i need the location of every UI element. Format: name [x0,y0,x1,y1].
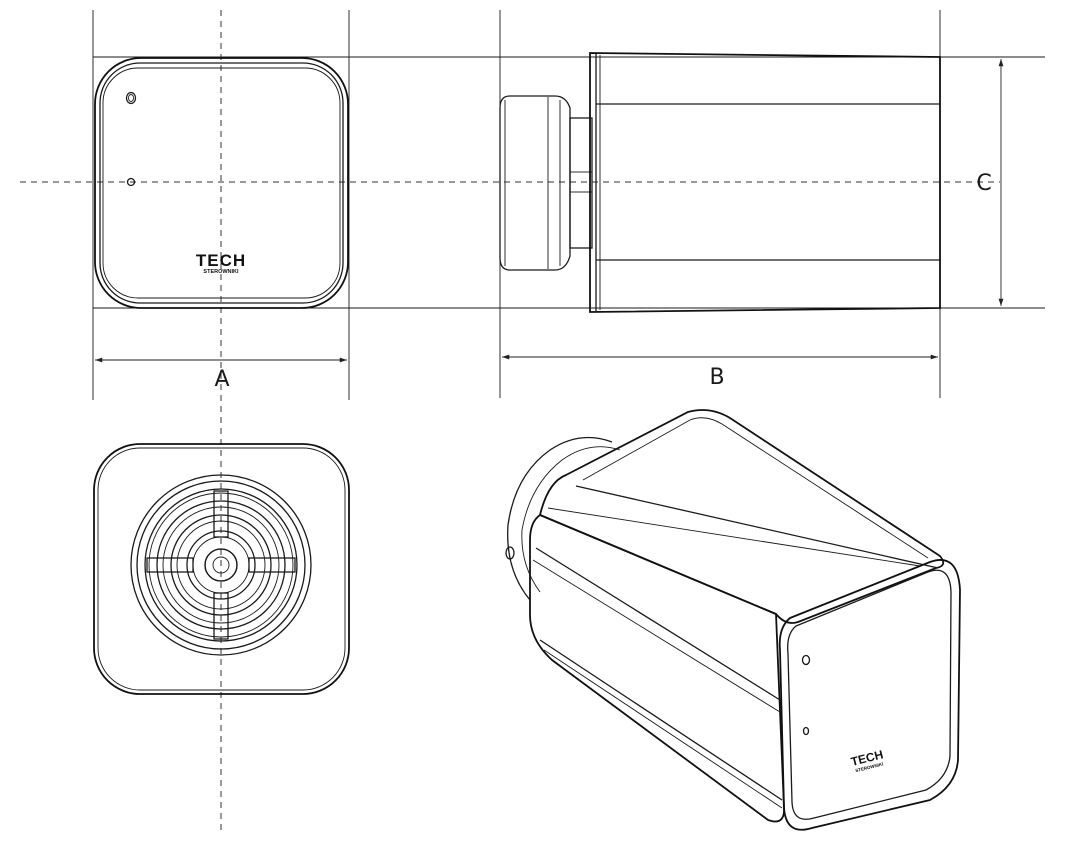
logo-subtitle-iso: STEROWNIKI [855,761,884,773]
sensor-hole-icon [126,177,136,187]
dimension-c-label: C [976,171,991,196]
rear-view [93,443,350,695]
sensor-hole-iso-icon [802,726,810,736]
dimension-a-label: A [214,367,229,392]
indicator-led-iso-icon [801,654,811,666]
nut-screw-icon [505,546,515,560]
isometric-view: TECH STEROWNIKI [505,409,961,831]
side-view [499,52,941,313]
dimension-b-label: B [709,365,724,390]
indicator-led-icon [125,91,137,105]
dimension-b: B [502,354,938,390]
center-lines [20,10,1000,830]
tech-logo-iso: TECH STEROWNIKI [849,747,884,773]
dimension-a: A [95,357,347,392]
extension-lines [92,10,1045,400]
dimension-c: C [976,59,1004,306]
logo-subtitle: STEROWNIKI [203,269,239,275]
front-view: TECH STEROWNIKI [94,57,349,309]
logo-text: TECH [196,251,246,270]
tech-logo: TECH STEROWNIKI [196,251,246,275]
